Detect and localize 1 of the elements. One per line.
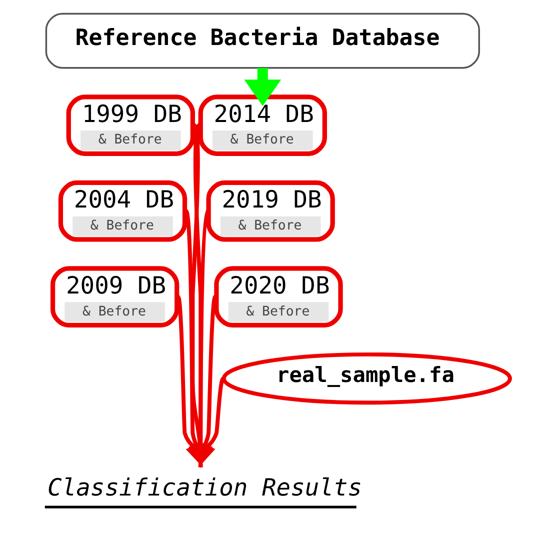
node-text: Classification Results (47, 474, 362, 502)
